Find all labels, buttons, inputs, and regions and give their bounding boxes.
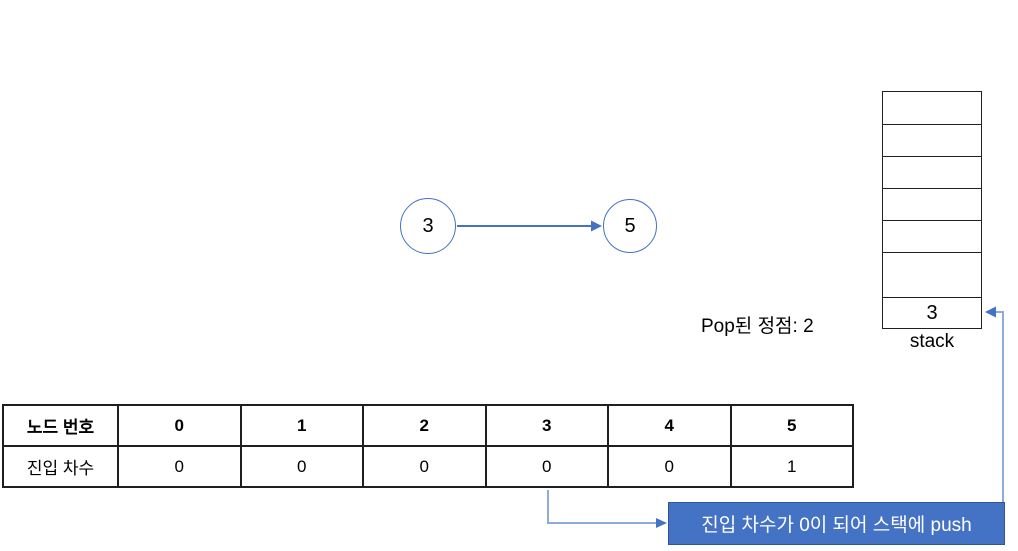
stack-cell: [883, 92, 981, 125]
graph-node-5-label: 5: [624, 214, 636, 237]
arrowhead-right-icon: [656, 518, 667, 528]
table-row-node-number: 노드 번호 0 1 2 3 4 5: [2, 404, 854, 447]
stack: 3: [882, 91, 982, 329]
table-cell: 5: [729, 404, 854, 447]
table-cell: 0: [484, 445, 609, 488]
stack-cell: [883, 157, 981, 189]
table-cell: 0: [117, 445, 242, 488]
table-cell: 1: [729, 445, 854, 488]
popped-vertex-text: Pop된 정점: 2: [701, 316, 814, 337]
connector-table-to-callout: [547, 490, 667, 528]
graph-node-3-label: 3: [422, 214, 434, 237]
graph-node-3: 3: [400, 198, 456, 254]
push-callout-text: 진입 차수가 0이 되어 스택에 push: [701, 515, 972, 536]
arrowhead-right-icon: [591, 220, 602, 232]
connector-callout-to-stack: [985, 306, 1004, 502]
table-cell: 4: [607, 404, 732, 447]
table-cell: 3: [484, 404, 609, 447]
table-cell: 0: [239, 445, 364, 488]
table-cell: 2: [362, 404, 487, 447]
push-callout-box: 진입 차수가 0이 되어 스택에 push: [668, 502, 1005, 545]
stack-cell: [883, 221, 981, 253]
stack-cell: [883, 125, 981, 157]
table-cell: 0: [362, 445, 487, 488]
table-cell: 0: [117, 404, 242, 447]
stack-cell: [883, 189, 981, 221]
stack-cell-top-value: 3: [926, 301, 938, 324]
arrowhead-left-icon: [985, 306, 996, 318]
stack-label: stack: [909, 331, 955, 352]
table-header-indegree: 진입 차수: [2, 445, 119, 488]
indegree-table: 노드 번호 0 1 2 3 4 5 진입 차수 0 0 0 0 0 1: [2, 404, 854, 488]
edge-arrow-3-to-5: [457, 220, 602, 232]
table-header-node-number: 노드 번호: [2, 404, 119, 447]
stack-cell: [883, 253, 981, 298]
table-row-indegree: 진입 차수 0 0 0 0 0 1: [2, 445, 854, 488]
table-cell: 0: [607, 445, 732, 488]
graph-node-5: 5: [603, 199, 657, 253]
table-cell: 1: [239, 404, 364, 447]
